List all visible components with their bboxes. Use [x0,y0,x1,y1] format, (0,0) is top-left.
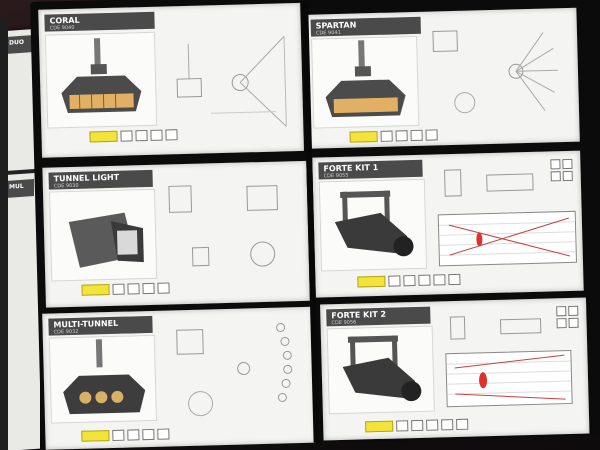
panel-title-tab: TUNNEL LIGHT CDE 9030 [48,169,153,190]
multi-tunnel-icon [63,339,146,415]
product-photo [318,178,428,272]
feature-icon-row [81,282,170,296]
yellow-badge [81,430,110,442]
feature-icon [425,129,438,141]
panel-coral: CORAL CDE 9040 [38,2,304,158]
feature-icon [127,429,140,441]
panel-tunnel-light: TUNNEL LIGHT CDE 9030 [42,160,310,308]
corner-icon-grid [550,158,573,182]
panel-title-tab: MULTI-TUNNEL CDE 9032 [48,315,153,336]
spec-icon [562,158,573,170]
product-photo [48,188,158,282]
panel-title-tab: CORAL CDE 9040 [44,11,155,32]
technical-drawing [168,185,279,267]
feature-icon [388,275,401,287]
beam-angle-chart [446,354,572,400]
technical-drawing [444,169,534,197]
feature-icon-row [89,129,178,143]
feature-icon [157,282,170,294]
spec-icon [562,170,573,182]
panel-forte-kit-2: FORTE KIT 2 CDE 9056 [320,297,590,441]
yellow-badge [365,420,394,433]
feature-icon [456,418,469,430]
feature-icon-row [349,129,438,143]
feature-icon [403,275,416,287]
feature-icon [418,274,431,286]
technical-drawing [176,323,293,417]
feature-icon [150,129,163,141]
feature-icon [112,283,125,295]
beam-diagram [437,210,578,267]
feature-icon [448,273,461,286]
beam-diagram [445,349,573,408]
feature-icon [112,429,125,441]
yellow-badge [349,130,378,143]
feature-icon-row [357,273,461,288]
back-tab-2: MUL [4,179,34,199]
feature-icon [395,130,408,142]
product-photo [48,334,158,424]
feature-icon [396,420,409,432]
feature-icon [441,419,454,431]
feature-icon [135,129,148,142]
yellow-badge [89,130,118,143]
spec-icon [550,159,561,170]
yellow-badge [357,275,386,288]
catalog-binder: CORAL CDE 9040 [30,0,600,450]
feature-icon [120,130,133,142]
feature-icon [157,428,170,440]
beam-angle-chart [438,217,576,257]
forte-kit-1-icon [334,190,414,257]
feature-icon [127,283,140,295]
feature-icon [433,274,446,286]
panel-title-tab: FORTE KIT 2 CDE 9056 [326,306,431,327]
spartan-light-icon [325,40,406,118]
product-photo [326,325,435,415]
yellow-badge [81,284,110,296]
feature-icon [426,419,439,431]
tunnel-light-icon [68,212,144,268]
technical-drawing [432,30,558,114]
technical-drawing [176,36,287,127]
technical-drawing [449,316,542,340]
corner-icon-grid [556,305,579,329]
spec-icon [550,171,561,182]
spec-icon [556,318,567,329]
footnote-text [49,131,83,132]
panel-title-tab: FORTE KIT 1 CDE 9055 [318,159,423,180]
panel-forte-kit-1: FORTE KIT 1 CDE 9055 [312,150,584,298]
feature-icon [165,129,178,141]
spec-icon [568,317,579,329]
left-binder-edge [0,20,8,450]
panel-multi-tunnel: MULTI-TUNNEL CDE 9032 [42,306,316,450]
back-tab-1: DUO [4,35,34,55]
coral-light-icon [61,38,142,114]
spec-icon [556,306,567,317]
feature-icon [142,428,155,441]
forte-kit-2-icon [342,335,422,402]
product-photo [44,31,158,129]
product-photo [311,35,420,129]
feature-icon [411,419,424,432]
spec-icon [568,305,579,317]
feature-icon-row [81,428,170,442]
panel-title-tab: SPARTAN CDE 9041 [310,16,421,37]
feature-icon [410,129,423,142]
feature-icon [380,130,393,142]
feature-icon-row [365,418,469,433]
panel-spartan: SPARTAN CDE 9041 [304,7,580,149]
feature-icon [142,282,155,295]
